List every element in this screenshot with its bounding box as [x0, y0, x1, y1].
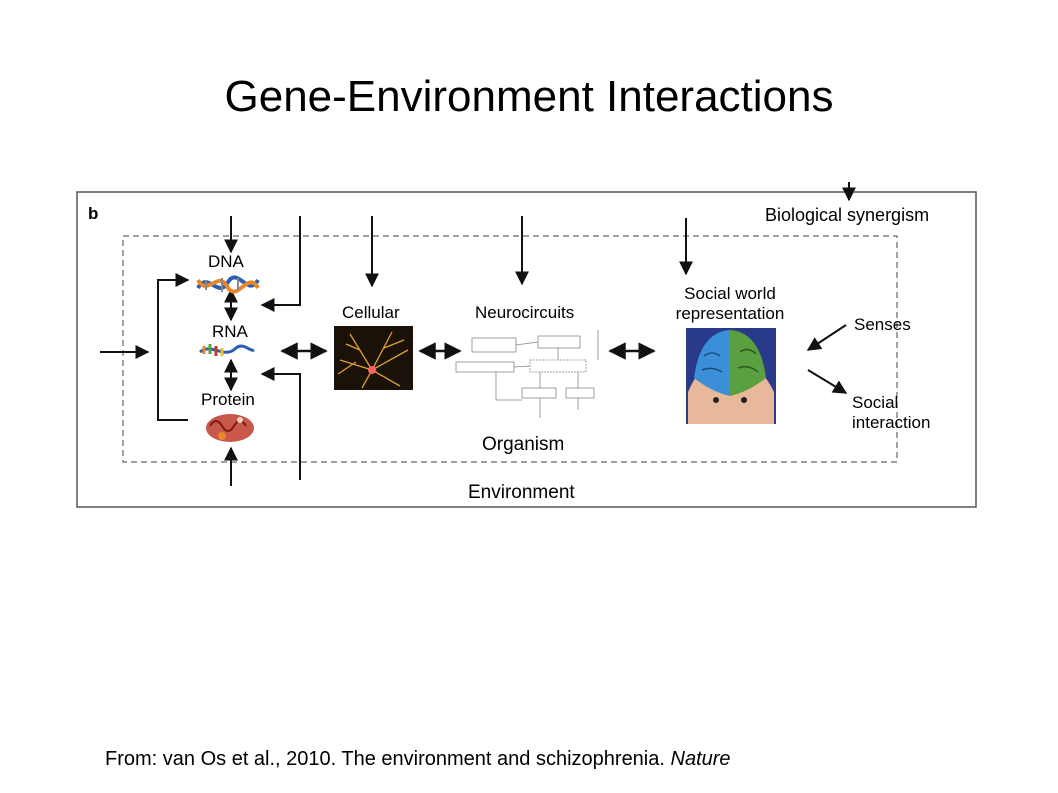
feedback-loop-protein-dna [157, 273, 190, 421]
social-world-label: Social world representation [668, 284, 792, 324]
environment-frame [76, 191, 977, 508]
rna-strand-image [199, 344, 255, 356]
neurocircuit-schematic [455, 330, 599, 418]
protein-structure-image [206, 414, 254, 442]
panel-letter: b [88, 204, 99, 223]
biological-synergism-label: Biological synergism [765, 205, 930, 225]
protein-label: Protein [201, 390, 255, 409]
social-world-line2: representation [675, 304, 785, 323]
arrow-senses-in [806, 324, 847, 351]
dna-helix-image [196, 275, 260, 294]
dna-label: DNA [208, 252, 244, 271]
arrow-social-interaction-out [807, 369, 848, 394]
social-world-line1: Social world [684, 284, 776, 303]
citation: From: van Os et al., 2010. The environme… [105, 748, 731, 771]
social-interaction-line2: interaction [852, 413, 931, 432]
cellular-label: Cellular [342, 303, 400, 322]
slide-title: Gene-Environment Interactions [224, 72, 834, 121]
social-interaction-line1: Social [852, 393, 899, 412]
citation-text: From: van Os et al., 2010. The environme… [105, 748, 671, 770]
arrow-environment-to-dna-side [260, 216, 301, 312]
social-interaction-label: Social interaction [852, 393, 930, 433]
neuron-image [334, 326, 413, 390]
arrow-environment-to-rna [260, 367, 301, 480]
head-brain-image [686, 328, 776, 424]
rna-label: RNA [212, 322, 248, 341]
citation-journal: Nature [670, 748, 731, 770]
environment-label: Environment [468, 482, 575, 503]
neurocircuits-label: Neurocircuits [475, 303, 575, 322]
organism-label: Organism [482, 434, 565, 455]
senses-label: Senses [854, 315, 911, 334]
